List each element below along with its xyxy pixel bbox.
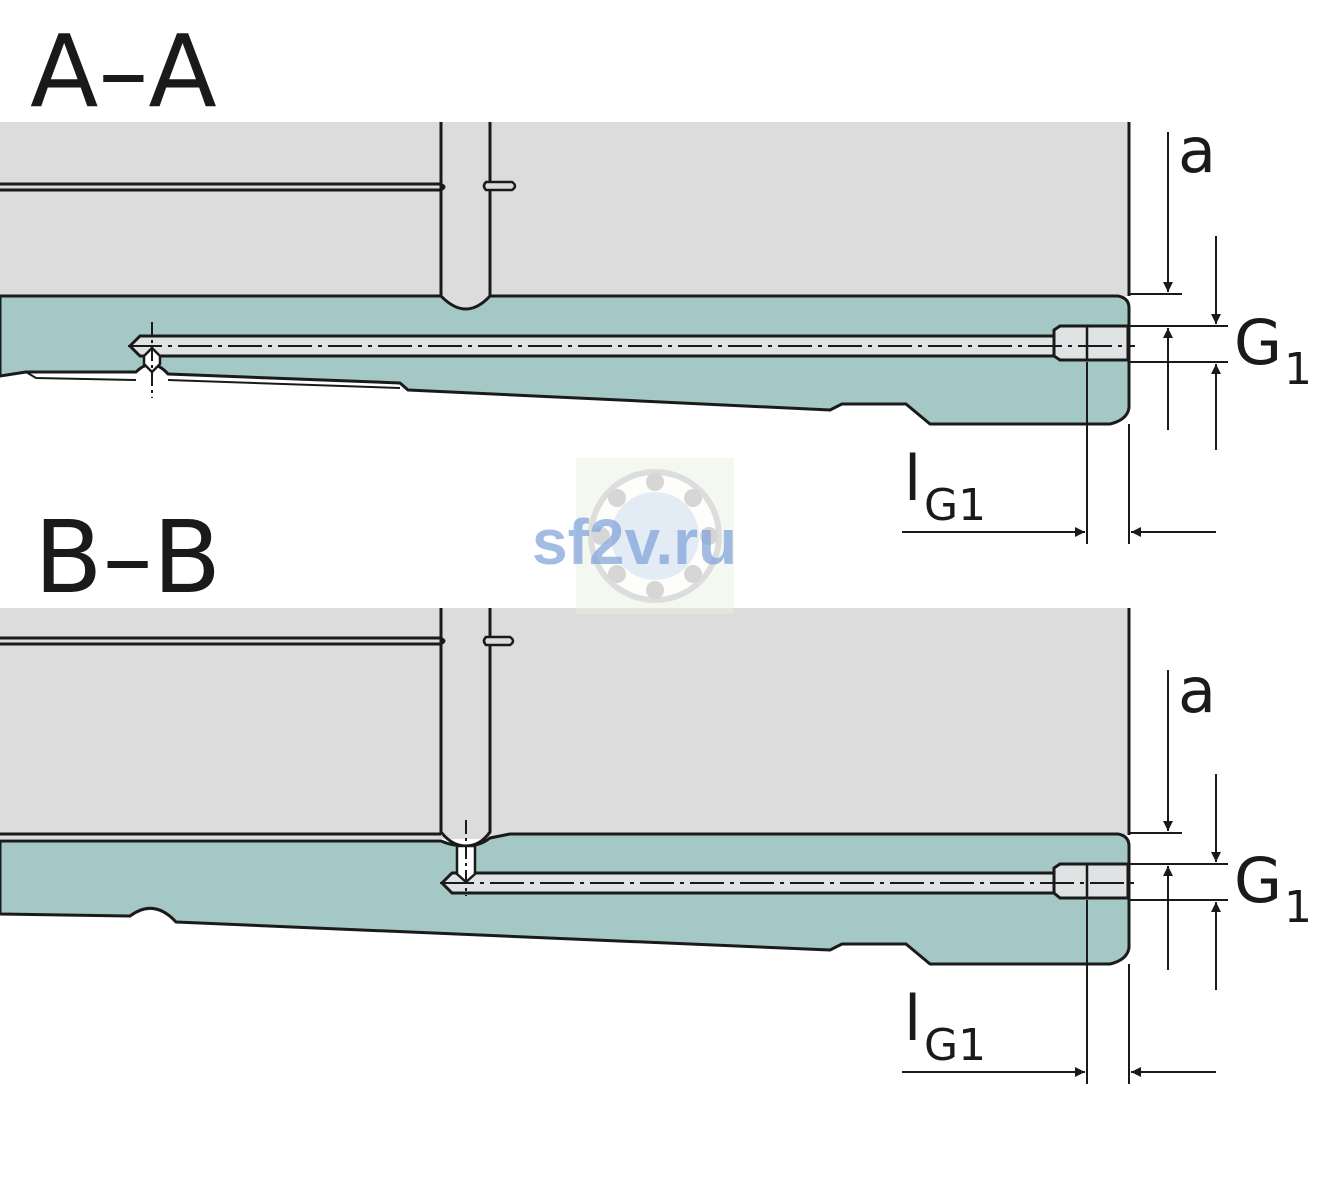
dim-l-sub-a: G1 [924, 480, 986, 531]
dim-a-label-a: a [1178, 114, 1216, 187]
watermark: sf2v.ru [532, 458, 737, 614]
dim-g-sub-a: 1 [1284, 344, 1312, 395]
watermark-text: sf2v.ru [532, 506, 737, 578]
dim-l-label-b: l [904, 982, 921, 1055]
rail-body-a [0, 294, 1131, 426]
housing-block-b [0, 608, 1128, 839]
thread-bore-b [1052, 862, 1130, 900]
dim-g-label-a: G [1234, 306, 1282, 379]
section-title-a: A–A [30, 13, 217, 130]
slot-notch-a [482, 180, 517, 192]
thread-bore-a [1052, 324, 1130, 362]
slot-notch-b [482, 635, 515, 647]
rail-relief-a [25, 371, 401, 389]
dim-l-label-a: l [904, 442, 921, 515]
dim-a-label-b: a [1178, 654, 1216, 727]
dim-g-label-b: G [1234, 844, 1282, 917]
section-b-b: B–B a G 1 l [0, 499, 1312, 1084]
dim-g-sub-b: 1 [1284, 882, 1312, 933]
section-a-a: A–A a G 1 [0, 13, 1312, 544]
dim-l-sub-b: G1 [924, 1020, 986, 1071]
housing-block-a [0, 122, 1128, 309]
rail-body-b [0, 832, 1131, 966]
bearing-icon [588, 469, 722, 603]
housing-slot-a [439, 122, 492, 296]
section-title-b: B–B [34, 499, 221, 616]
